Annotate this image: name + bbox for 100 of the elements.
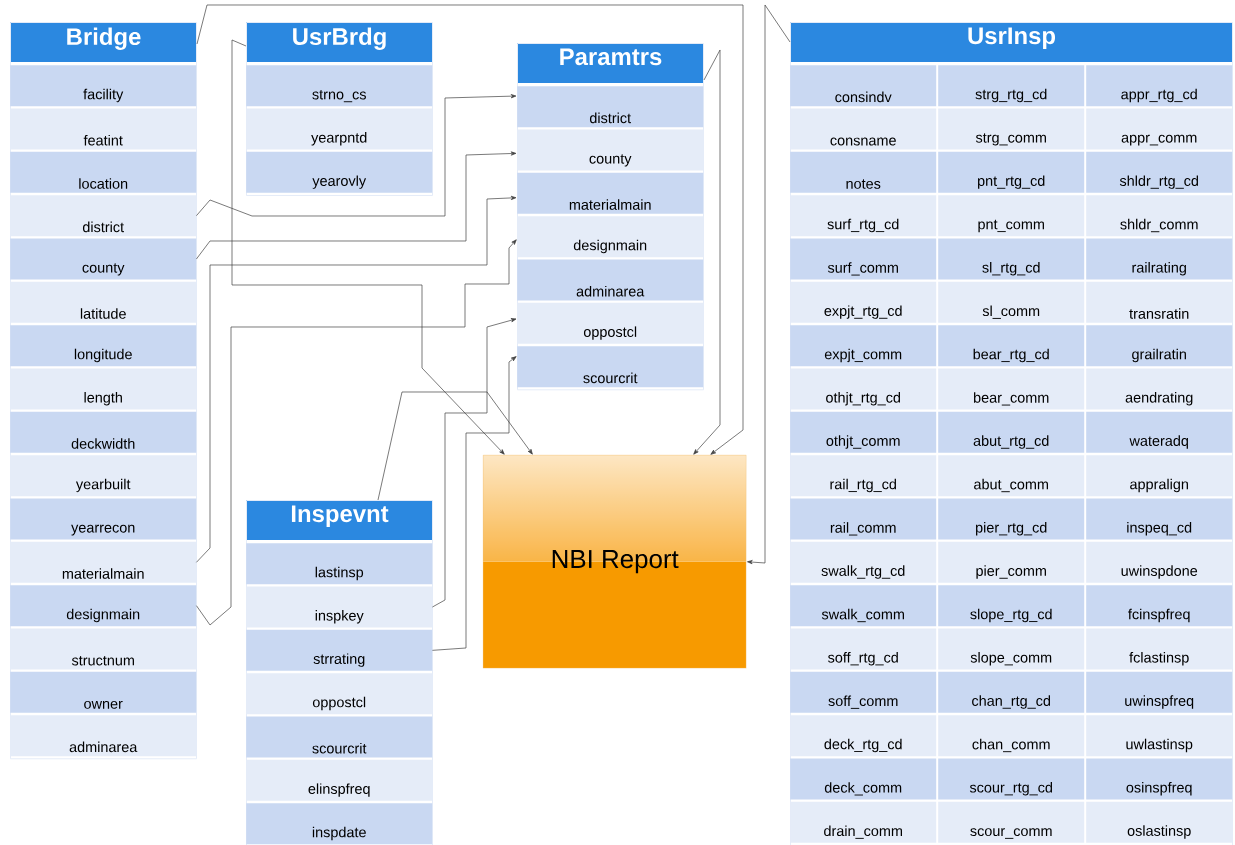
node-label: surf_comm bbox=[827, 262, 898, 276]
field-row: soff_comm bbox=[790, 671, 937, 713]
field-row: latitude bbox=[10, 281, 197, 323]
field-row: facility bbox=[10, 65, 197, 107]
arrow bbox=[377, 391, 533, 501]
field-row: appr_comm bbox=[1086, 108, 1233, 150]
field-row: materialmain bbox=[10, 541, 197, 583]
node-label: soff_comm bbox=[828, 695, 898, 709]
node-label: appralign bbox=[1130, 478, 1188, 493]
field-row: abut_comm bbox=[938, 455, 1085, 497]
field-row: yearbuilt bbox=[10, 455, 197, 497]
node-label: aendrating bbox=[1125, 392, 1193, 406]
node-label: fcinspfreq bbox=[1128, 608, 1190, 623]
field-row: abut_rtg_cd bbox=[938, 411, 1085, 453]
field-row: pnt_comm bbox=[938, 195, 1085, 237]
node-label: rail_rtg_cd bbox=[830, 478, 896, 493]
arrow bbox=[747, 4, 791, 565]
field-row: bear_rtg_cd bbox=[938, 325, 1085, 367]
field-row: scourcrit bbox=[246, 716, 433, 758]
field-row: scour_comm bbox=[938, 801, 1085, 843]
node-label: osinspfreq bbox=[1126, 782, 1192, 796]
field-row: location bbox=[10, 151, 197, 193]
node-label: slope_rtg_cd bbox=[970, 608, 1052, 623]
node-label: chan_comm bbox=[972, 738, 1050, 753]
field-row: sl_comm bbox=[938, 281, 1085, 323]
node-label: slope_comm bbox=[970, 652, 1052, 666]
field-row: osinspfreq bbox=[1086, 758, 1233, 800]
node-label: inspeq_cd bbox=[1127, 522, 1192, 536]
node-label: consindv bbox=[835, 91, 892, 103]
field-row: designmain bbox=[517, 216, 704, 258]
arrow bbox=[432, 356, 517, 651]
node-label: bear_rtg_cd bbox=[973, 348, 1049, 363]
arrow bbox=[196, 239, 517, 626]
field-row: rail_rtg_cd bbox=[790, 455, 937, 497]
node-label: railrating bbox=[1132, 262, 1186, 276]
arrow bbox=[231, 39, 505, 455]
field-row: oppostcl bbox=[246, 673, 433, 715]
node-label: scour_rtg_cd bbox=[969, 782, 1053, 796]
field-row: yearrecon bbox=[10, 498, 197, 540]
field-row: swalk_rtg_cd bbox=[790, 541, 937, 583]
field-row: longitude bbox=[10, 325, 197, 367]
node-label: bear_comm bbox=[974, 392, 1049, 406]
field-row: pier_comm bbox=[938, 541, 1085, 583]
field-row: designmain bbox=[10, 585, 197, 627]
field-row: sl_rtg_cd bbox=[938, 238, 1085, 280]
node-label: wateradq bbox=[1129, 435, 1188, 449]
node-label: expjt_rtg_cd bbox=[824, 305, 902, 319]
field-row: transratin bbox=[1086, 281, 1233, 323]
field-row: structnum bbox=[10, 628, 197, 670]
field-row: appralign bbox=[1086, 455, 1233, 497]
node-label: othjt_comm bbox=[826, 435, 900, 449]
field-row: pnt_rtg_cd bbox=[938, 151, 1085, 193]
field-row: expjt_comm bbox=[790, 325, 937, 367]
field-row: inspkey bbox=[246, 586, 433, 628]
node-label: othjt_rtg_cd bbox=[826, 392, 901, 406]
field-row: surf_rtg_cd bbox=[790, 195, 937, 237]
field-row: fclastinsp bbox=[1086, 628, 1233, 670]
node-label: drain_comm bbox=[824, 825, 902, 839]
node-label: soff_rtg_cd bbox=[828, 652, 898, 666]
field-row: consname bbox=[790, 108, 937, 150]
node-label: abut_rtg_cd bbox=[973, 435, 1049, 449]
field-row: oppostcl bbox=[517, 302, 704, 344]
field-row: adminarea bbox=[517, 259, 704, 301]
node-label: pnt_rtg_cd bbox=[978, 175, 1045, 189]
field-row: rail_comm bbox=[790, 498, 937, 540]
field-row: scour_rtg_cd bbox=[938, 758, 1085, 800]
field-row: soff_rtg_cd bbox=[790, 628, 937, 670]
field-row: shldr_rtg_cd bbox=[1086, 151, 1233, 193]
field-row: county bbox=[517, 129, 704, 171]
field-row: surf_comm bbox=[790, 238, 937, 280]
field-row: bear_comm bbox=[938, 368, 1085, 410]
field-row: othjt_rtg_cd bbox=[790, 368, 937, 410]
field-row: fcinspfreq bbox=[1086, 585, 1233, 627]
field-row: grailratin bbox=[1086, 325, 1233, 367]
field-row: length bbox=[10, 368, 197, 410]
field-row: strrating bbox=[246, 629, 433, 671]
node-label: fclastinsp bbox=[1129, 652, 1189, 666]
field-row: swalk_comm bbox=[790, 585, 937, 627]
node-label: oslastinsp bbox=[1127, 825, 1191, 839]
node-label: deck_rtg_cd bbox=[824, 738, 902, 753]
node-label: expjt_comm bbox=[824, 348, 902, 363]
field-row: expjt_rtg_cd bbox=[790, 281, 937, 323]
field-row: chan_comm bbox=[938, 715, 1085, 757]
node-label: abut_comm bbox=[974, 478, 1048, 493]
field-row: district bbox=[517, 86, 704, 128]
node-label: pier_comm bbox=[976, 565, 1046, 579]
field-row: wateradq bbox=[1086, 411, 1233, 453]
node-label: notes bbox=[846, 179, 881, 189]
field-row: othjt_comm bbox=[790, 411, 937, 453]
node-label: scour_comm bbox=[970, 828, 1052, 839]
field-row: county bbox=[10, 238, 197, 280]
field-row: deck_comm bbox=[790, 758, 937, 800]
field-row: scourcrit bbox=[517, 346, 704, 388]
field-row: appr_rtg_cd bbox=[1086, 65, 1233, 107]
field-row: deck_rtg_cd bbox=[790, 715, 937, 757]
field-row: uwlastinsp bbox=[1086, 715, 1233, 757]
arrow bbox=[196, 4, 744, 455]
field-row: deckwidth bbox=[10, 411, 197, 453]
field-row: strno_cs bbox=[246, 65, 433, 107]
arrow bbox=[196, 195, 517, 563]
